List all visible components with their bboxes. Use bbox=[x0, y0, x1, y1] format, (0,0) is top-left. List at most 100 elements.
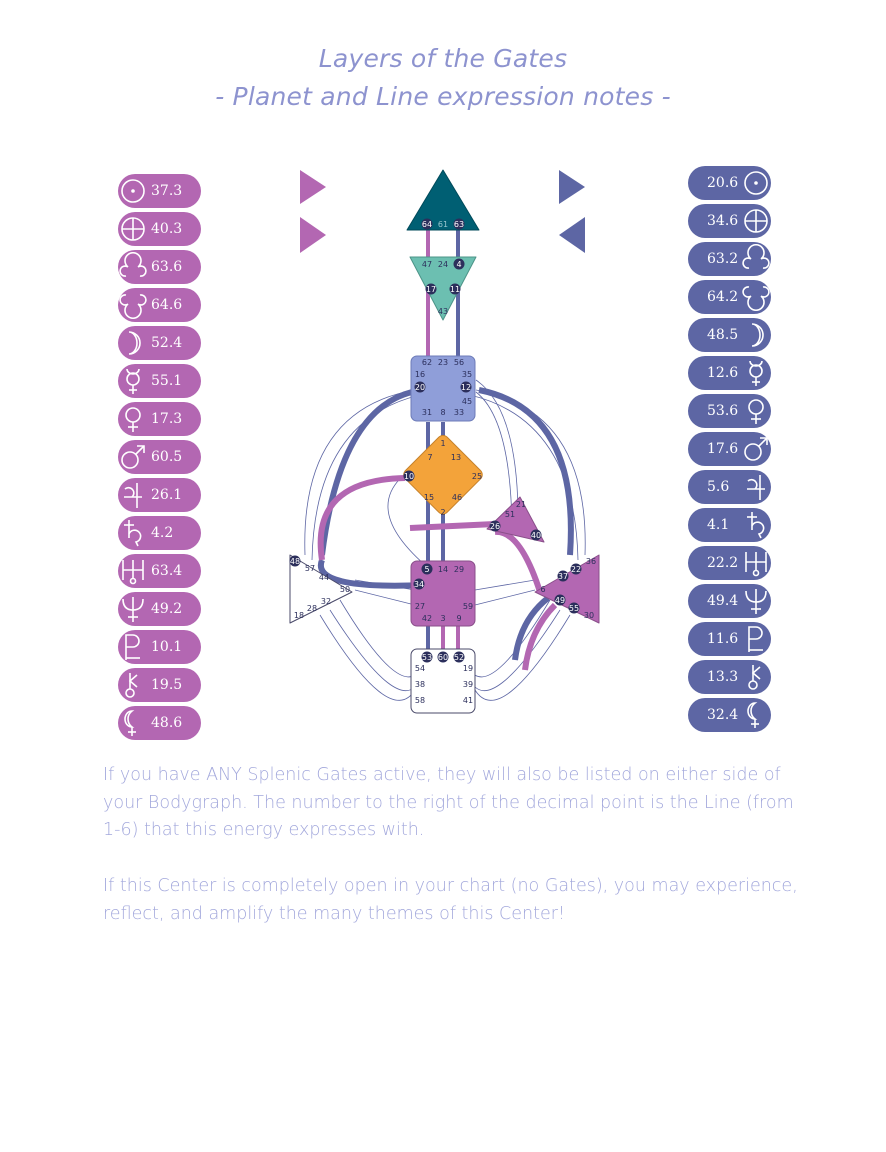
gate-21: 21 bbox=[516, 500, 526, 509]
gate-45: 45 bbox=[462, 397, 472, 406]
moon-icon bbox=[118, 328, 148, 358]
gate-29: 29 bbox=[454, 565, 464, 574]
personality-activation-earth: 34.6 bbox=[688, 204, 771, 238]
personality-activation-venus: 53.6 bbox=[688, 394, 771, 428]
explanation-paragraph: If you have ANY Splenic Gates active, th… bbox=[103, 765, 794, 840]
gate-57: 57 bbox=[305, 564, 315, 573]
gate-48: 48 bbox=[290, 557, 300, 566]
pluto-icon bbox=[118, 632, 148, 662]
gate-23: 23 bbox=[438, 358, 448, 367]
gate-16: 16 bbox=[415, 370, 425, 379]
gate-38: 38 bbox=[415, 680, 425, 689]
gate-27: 27 bbox=[415, 602, 425, 611]
activation-value: 17.3 bbox=[151, 411, 183, 427]
design-activation-north-node: 63.6 bbox=[118, 250, 201, 284]
activation-value: 40.3 bbox=[151, 221, 183, 237]
gate-6: 6 bbox=[540, 585, 545, 594]
design-activation-saturn: 4.2 bbox=[118, 516, 201, 550]
design-activation-earth: 40.3 bbox=[118, 212, 201, 246]
design-activation-mars: 60.5 bbox=[118, 440, 201, 474]
gate-55: 55 bbox=[569, 604, 579, 613]
neptune-icon bbox=[741, 586, 771, 616]
gate-49: 49 bbox=[555, 596, 565, 605]
design-activation-chiron: 19.5 bbox=[118, 668, 201, 702]
personality-activation-uranus: 22.2 bbox=[688, 546, 771, 580]
personality-activation-north-node: 63.2 bbox=[688, 242, 771, 276]
open-center-paragraph: If this Center is completely open in you… bbox=[103, 876, 798, 924]
activation-value: 63.6 bbox=[151, 259, 183, 275]
gate-44: 44 bbox=[319, 573, 329, 582]
personality-activation-pluto: 11.6 bbox=[688, 622, 771, 656]
personality-activation-jupiter: 5.6 bbox=[688, 470, 771, 504]
north-node-icon bbox=[741, 244, 771, 274]
sacral-center bbox=[410, 560, 476, 627]
personality-arrow-bottom-right bbox=[559, 217, 585, 253]
gate-46: 46 bbox=[452, 493, 462, 502]
saturn-icon bbox=[741, 510, 771, 540]
gate-12: 12 bbox=[461, 383, 471, 392]
bodygraph: 64 61 63 47 24 4 17 11 43 62 23 56 16 35… bbox=[289, 169, 600, 714]
gate-35: 35 bbox=[462, 370, 472, 379]
mercury-icon bbox=[741, 358, 771, 388]
gate-24: 24 bbox=[438, 260, 448, 269]
active-channels bbox=[317, 387, 574, 671]
earth-icon bbox=[118, 214, 148, 244]
mars-icon bbox=[118, 442, 148, 472]
activation-value: 49.4 bbox=[707, 593, 739, 609]
activation-value: 34.6 bbox=[707, 213, 739, 229]
activation-value: 11.6 bbox=[707, 631, 739, 647]
gate-20: 20 bbox=[415, 383, 425, 392]
design-arrow-bottom-left bbox=[300, 217, 326, 253]
gate-4: 4 bbox=[456, 260, 461, 269]
activation-value: 13.3 bbox=[707, 669, 739, 685]
design-activation-pluto: 10.1 bbox=[118, 630, 201, 664]
gate-39: 39 bbox=[463, 680, 473, 689]
gate-56: 56 bbox=[454, 358, 464, 367]
gate-28: 28 bbox=[307, 604, 317, 613]
gate-42: 42 bbox=[422, 614, 432, 623]
design-activation-mercury: 55.1 bbox=[118, 364, 201, 398]
personality-activation-sun: 20.6 bbox=[688, 166, 771, 200]
activation-value: 63.4 bbox=[151, 563, 183, 579]
design-activation-venus: 17.3 bbox=[118, 402, 201, 436]
gate-15: 15 bbox=[424, 493, 434, 502]
gate-40: 40 bbox=[531, 531, 541, 540]
personality-activation-south-node: 64.2 bbox=[688, 280, 771, 314]
gate-32: 32 bbox=[321, 597, 331, 606]
gate-34: 34 bbox=[414, 580, 424, 589]
design-arrow-top-left bbox=[300, 170, 326, 204]
activation-value: 20.6 bbox=[707, 175, 739, 191]
gate-59: 59 bbox=[463, 602, 473, 611]
activation-value: 4.2 bbox=[151, 525, 174, 541]
chiron-icon bbox=[118, 670, 148, 700]
gate-63: 63 bbox=[454, 220, 464, 229]
design-activation-sun: 37.3 bbox=[118, 174, 201, 208]
personality-activation-neptune: 49.4 bbox=[688, 584, 771, 618]
gate-60: 60 bbox=[438, 653, 448, 662]
moon-icon bbox=[741, 320, 771, 350]
activation-value: 26.1 bbox=[151, 487, 183, 503]
venus-icon bbox=[741, 396, 771, 426]
gate-58: 58 bbox=[415, 696, 425, 705]
gate-22: 22 bbox=[571, 565, 581, 574]
gate-54: 54 bbox=[415, 664, 425, 673]
activation-value: 63.2 bbox=[707, 251, 739, 267]
gate-11: 11 bbox=[450, 285, 460, 294]
activation-value: 52.4 bbox=[151, 335, 183, 351]
gate-17: 17 bbox=[426, 285, 436, 294]
gate-9: 9 bbox=[456, 614, 461, 623]
activation-value: 12.6 bbox=[707, 365, 739, 381]
gate-10: 10 bbox=[404, 472, 414, 481]
uranus-icon bbox=[118, 556, 148, 586]
personality-arrow-top-right bbox=[559, 170, 585, 204]
page-title: Layers of the Gates bbox=[318, 44, 568, 73]
activation-value: 4.1 bbox=[707, 517, 730, 533]
neptune-icon bbox=[118, 594, 148, 624]
gate-19: 19 bbox=[463, 664, 473, 673]
design-activation-neptune: 49.2 bbox=[118, 592, 201, 626]
sun-icon bbox=[118, 176, 148, 206]
gate-5: 5 bbox=[424, 565, 429, 574]
heart-center bbox=[486, 496, 545, 543]
page-subtitle: - Planet and Line expression notes - bbox=[215, 82, 671, 111]
gate-41: 41 bbox=[463, 696, 473, 705]
